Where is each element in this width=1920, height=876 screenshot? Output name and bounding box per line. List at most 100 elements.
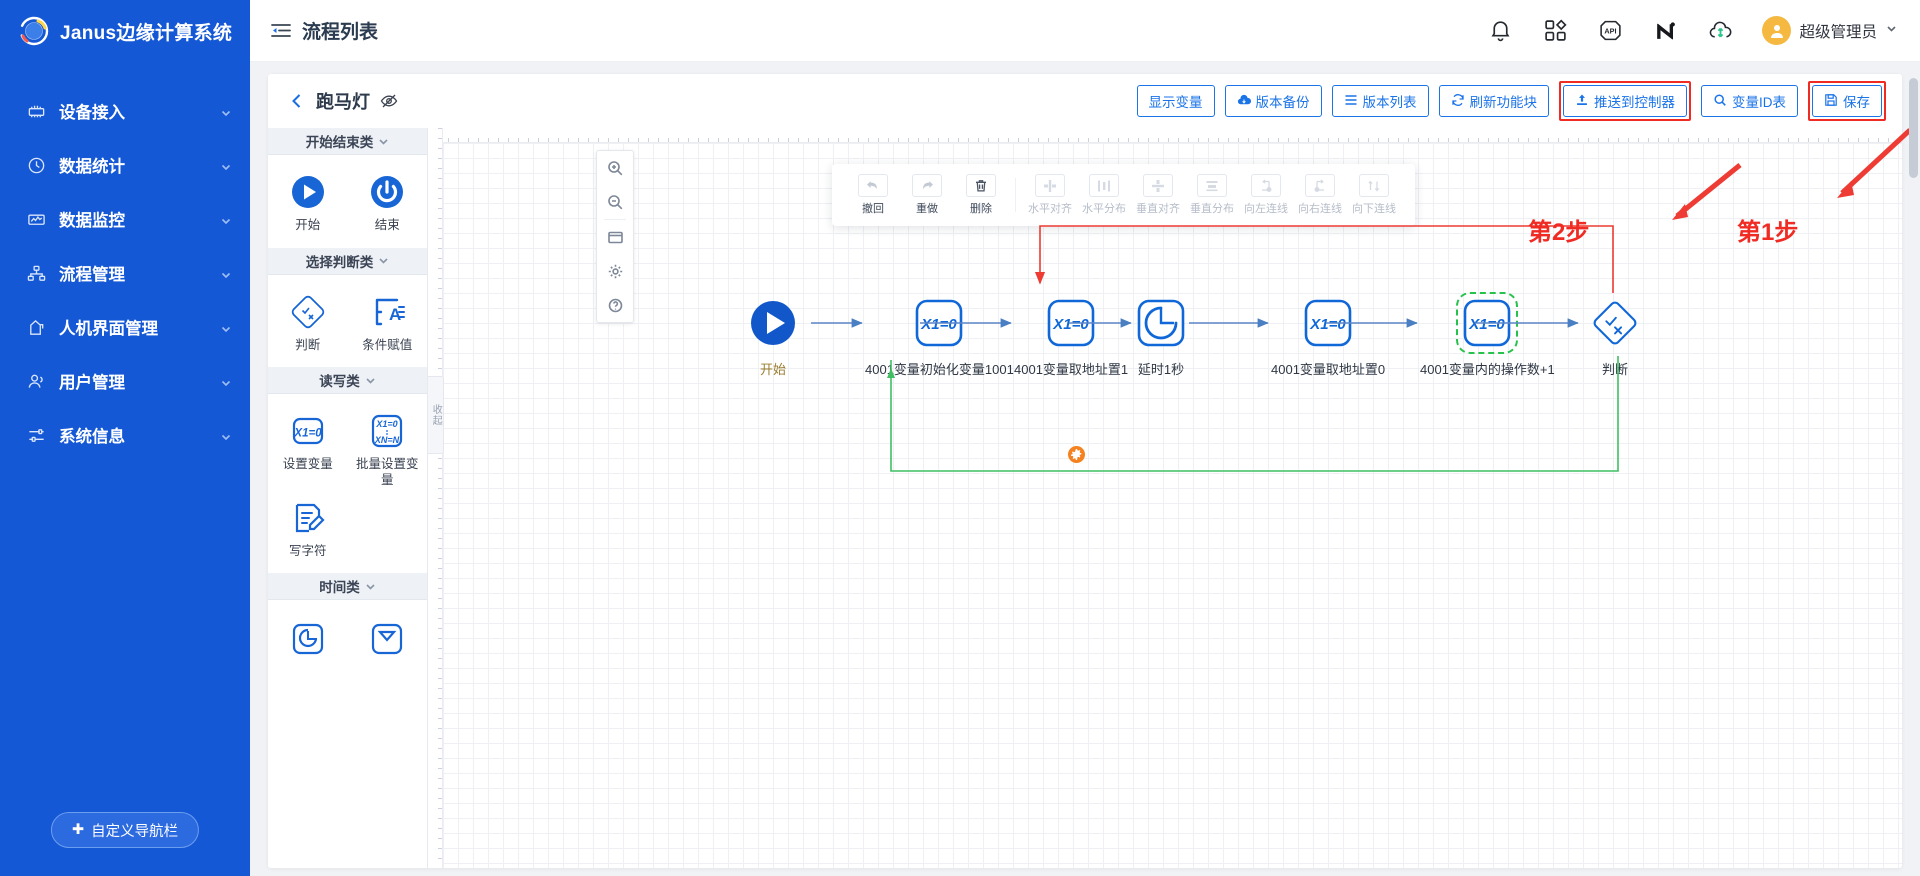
palette-collapse-handle[interactable]: 收起 xyxy=(428,376,444,454)
sidebar-item-user-management[interactable]: 用户管理 xyxy=(0,354,250,408)
condition-assign-icon: A xyxy=(366,291,408,333)
api-icon[interactable]: API xyxy=(1597,18,1623,44)
palette-item-end[interactable]: 结束 xyxy=(348,165,428,236)
sidebar-item-hmi-management[interactable]: 人机界面管理 xyxy=(0,300,250,354)
version-list-button[interactable]: 版本列表 xyxy=(1331,85,1429,117)
palette-items-decision: 判断 A 条件赋值 xyxy=(268,275,427,368)
link-left-icon xyxy=(1251,174,1281,197)
zoom-out-icon[interactable] xyxy=(597,185,633,219)
link-right-button[interactable]: 向右连线 xyxy=(1293,174,1347,216)
help-icon[interactable] xyxy=(597,288,633,322)
flow-node-start[interactable]: 开始 xyxy=(746,296,800,378)
palette-item-decision[interactable]: 判断 xyxy=(268,285,348,356)
distribute-vertical-button[interactable]: 垂直分布 xyxy=(1185,174,1239,216)
palette-item-write-text[interactable]: 写字符 xyxy=(268,491,348,562)
version-list-label: 版本列表 xyxy=(1362,95,1417,110)
sidebar-item-system-info[interactable]: 系统信息 xyxy=(0,408,250,462)
link-down-label: 向下连线 xyxy=(1352,203,1396,215)
vertical-scrollbar[interactable] xyxy=(1909,78,1918,178)
sidebar-item-data-statistics[interactable]: 数据统计 xyxy=(0,138,250,192)
fit-screen-icon[interactable] xyxy=(597,220,633,254)
power-circle-icon xyxy=(366,171,408,213)
push-to-controller-button[interactable]: 推送到控制器 xyxy=(1563,85,1687,117)
show-variables-label: 显示变量 xyxy=(1148,95,1203,110)
save-button[interactable]: 保存 xyxy=(1812,85,1882,117)
eye-off-icon[interactable] xyxy=(380,92,398,110)
save-highlight: 保存 xyxy=(1808,81,1886,121)
search-icon xyxy=(1713,93,1727,110)
n-logo-icon[interactable] xyxy=(1652,18,1678,44)
link-left-button[interactable]: 向左连线 xyxy=(1239,174,1293,216)
flow-node-decision[interactable]: 判断 xyxy=(1588,296,1642,378)
distribute-horizontal-button[interactable]: 水平分布 xyxy=(1077,174,1131,216)
chevron-down-icon xyxy=(220,267,232,279)
chevron-down-icon xyxy=(220,105,232,117)
palette-group-readwrite[interactable]: 读写类 xyxy=(268,367,427,395)
palette-items-time xyxy=(268,600,427,677)
link-down-button[interactable]: 向下连线 xyxy=(1347,174,1401,216)
apps-grid-icon[interactable] xyxy=(1542,18,1568,44)
flow-node-delay[interactable]: 延时1秒 xyxy=(1134,296,1188,378)
main-area: 流程列表 API xyxy=(250,0,1920,876)
chevron-down-icon xyxy=(1885,22,1898,40)
delete-button[interactable]: 删除 xyxy=(954,174,1008,216)
back-chevron-icon[interactable] xyxy=(288,92,306,110)
user-menu[interactable]: 超级管理员 xyxy=(1762,16,1898,45)
align-horizontal-icon xyxy=(1035,174,1065,197)
distribute-horizontal-icon xyxy=(1089,174,1119,197)
trash-icon xyxy=(966,174,996,197)
palette-group-decision[interactable]: 选择判断类 xyxy=(268,247,427,275)
redo-button[interactable]: 重做 xyxy=(900,174,954,216)
link-right-label: 向右连线 xyxy=(1298,203,1342,215)
variable-id-table-button[interactable]: 变量ID表 xyxy=(1701,85,1798,117)
palette-item-start[interactable]: 开始 xyxy=(268,165,348,236)
cloud-sync-icon[interactable] xyxy=(1707,18,1733,44)
loop-gear-badge-bottom[interactable] xyxy=(1068,446,1085,463)
link-left-label: 向左连线 xyxy=(1244,203,1288,215)
settings-icon[interactable] xyxy=(597,254,633,288)
custom-nav-button[interactable]: ✚ 自定义导航栏 xyxy=(50,812,200,848)
chevron-down-icon xyxy=(220,159,232,171)
align-horizontal-button[interactable]: 水平对齐 xyxy=(1023,174,1077,216)
palette-item-condition-assign[interactable]: A 条件赋值 xyxy=(348,285,428,356)
divider xyxy=(1015,178,1016,212)
sidebar-item-data-monitoring[interactable]: 数据监控 xyxy=(0,192,250,246)
ruler-left xyxy=(428,128,443,868)
flow-node-init-variable[interactable]: X1=0 4001变量初始化变量1001 xyxy=(865,296,1014,378)
undo-button[interactable]: 撤回 xyxy=(846,174,900,216)
menu-collapse-icon[interactable] xyxy=(270,20,292,42)
bell-icon[interactable] xyxy=(1487,18,1513,44)
node-palette: 开始结束类 开始 xyxy=(268,128,428,868)
palette-item-delay[interactable] xyxy=(268,610,348,665)
palette-item-timer[interactable] xyxy=(348,610,428,665)
palette-group-time[interactable]: 时间类 xyxy=(268,573,427,601)
flow-node-set-addr-0[interactable]: X1=0 4001变量取地址置0 xyxy=(1271,296,1385,378)
monitor-icon xyxy=(26,209,46,229)
distribute-horizontal-label: 水平分布 xyxy=(1082,203,1126,215)
zoom-in-icon[interactable] xyxy=(597,151,633,185)
flow-canvas[interactable]: 开始 X1=0 4001变量初始化变量1001 X1=0 xyxy=(428,128,1902,868)
sidebar-item-label: 设备接入 xyxy=(59,104,125,122)
chevron-down-icon xyxy=(220,321,232,333)
palette-group-title: 时间类 xyxy=(319,580,360,596)
annotation-step-1: 第1步 xyxy=(1737,219,1799,246)
hourglass-node-icon xyxy=(366,616,408,658)
flow-node-increment[interactable]: X1=0 4001变量内的操作数+1 xyxy=(1420,292,1555,378)
sidebar-item-flow-management[interactable]: 流程管理 xyxy=(0,246,250,300)
palette-group-start-end[interactable]: 开始结束类 xyxy=(268,128,427,155)
align-vertical-button[interactable]: 垂直对齐 xyxy=(1131,174,1185,216)
flow-node-set-addr-1[interactable]: X1=0 4001变量取地址置1 xyxy=(1014,296,1128,378)
palette-item-set-variable[interactable]: X1=0 设置变量 xyxy=(268,404,348,490)
sidebar-nav: 设备接入 数据统计 数据监控 流程管理 xyxy=(0,84,250,462)
version-backup-button[interactable]: 版本备份 xyxy=(1224,85,1322,117)
sidebar-item-device-access[interactable]: 设备接入 xyxy=(0,84,250,138)
show-variables-button[interactable]: 显示变量 xyxy=(1136,85,1215,117)
refresh-blocks-button[interactable]: 刷新功能块 xyxy=(1438,85,1549,117)
plus-icon: ✚ xyxy=(71,822,85,838)
upload-icon xyxy=(1575,93,1589,110)
header-actions: API 超级管理员 xyxy=(1487,16,1898,45)
page-header-title: 流程列表 xyxy=(302,22,379,43)
page-title: 跑马灯 xyxy=(316,92,370,112)
